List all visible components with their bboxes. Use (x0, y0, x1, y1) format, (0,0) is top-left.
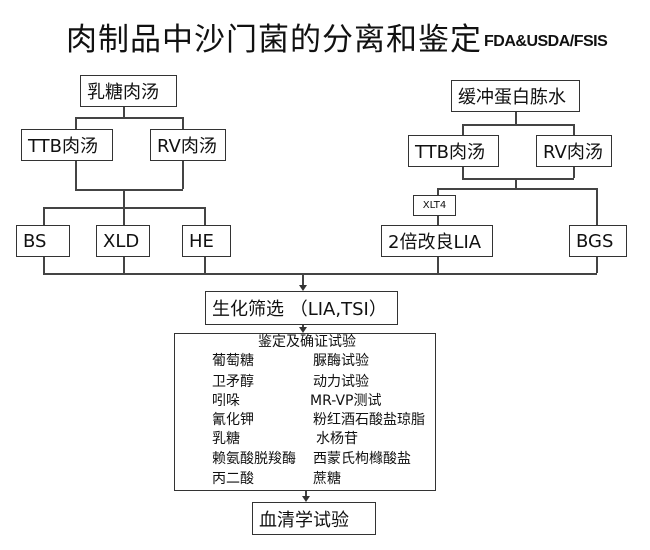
test-item: 赖氨酸脱羧酶 (212, 451, 296, 467)
connector (43, 257, 45, 273)
right-rv-broth-box: RV肉汤 (536, 135, 612, 167)
left-ttb-broth-box: TTB肉汤 (21, 129, 113, 161)
connector (305, 491, 307, 496)
connector (573, 167, 575, 178)
connector (123, 207, 125, 225)
diagram-subtitle: FDA&USDA/FSIS (484, 33, 608, 50)
identification-title: 鉴定及确证试验 (258, 334, 356, 350)
connector (462, 167, 464, 178)
test-item: 乳糖 (212, 431, 240, 447)
test-item: 蔗糖 (313, 471, 341, 487)
arrow-down-icon (299, 285, 307, 291)
right-pre-enrichment-box: 缓冲蛋白胨水 (451, 80, 580, 112)
arrow-down-icon (302, 496, 310, 502)
connector (302, 325, 304, 328)
plate-he-box: HE (182, 225, 231, 257)
connector (573, 124, 575, 135)
test-item: 丙二酸 (212, 471, 254, 487)
biochemical-screening-box: 生化筛选 （LIA,TSI） (205, 291, 398, 325)
test-item: 粉红酒石酸盐琼脂 (313, 412, 425, 428)
xlt4-box: XLT4 (413, 195, 456, 216)
plate-bs-box: BS (16, 225, 70, 257)
connector (462, 124, 464, 135)
connector (182, 161, 184, 189)
connector (596, 257, 598, 273)
test-item: 动力试验 (313, 374, 369, 390)
connector (462, 178, 574, 180)
connector (75, 117, 183, 119)
connector (43, 207, 45, 225)
plate-lia-box: 2倍改良LIA (381, 225, 493, 257)
plate-xld-box: XLD (96, 225, 150, 257)
test-item: 氰化钾 (212, 412, 254, 428)
test-item: 卫矛醇 (212, 374, 254, 390)
diagram-title: 肉制品中沙门菌的分离和鉴定 (66, 22, 482, 58)
test-item: 葡萄糖 (212, 353, 254, 369)
connector (123, 189, 125, 207)
connector (75, 161, 77, 189)
join-line (43, 273, 597, 275)
test-item: 吲哚 (212, 393, 240, 409)
connector (515, 178, 517, 188)
connector (437, 257, 439, 273)
left-rv-broth-box: RV肉汤 (150, 129, 226, 161)
left-pre-enrichment-box: 乳糖肉汤 (80, 75, 177, 107)
connector (204, 207, 206, 225)
connector (462, 124, 574, 126)
connector (75, 189, 183, 191)
serology-box: 血清学试验 (252, 502, 376, 535)
identification-box (174, 333, 436, 491)
plate-bgs-box: BGS (569, 225, 627, 257)
connector (75, 117, 77, 129)
connector (302, 273, 304, 285)
arrow-down-icon (299, 327, 307, 333)
connector (204, 257, 206, 273)
connector (437, 188, 439, 195)
connector (123, 107, 125, 117)
right-ttb-broth-box: TTB肉汤 (408, 135, 499, 167)
connector (123, 257, 125, 273)
connector (182, 117, 184, 129)
test-item: 水杨苷 (316, 431, 358, 447)
test-item: MR-VP测试 (310, 393, 382, 409)
connector (596, 188, 598, 225)
test-item: 西蒙氏枸橼酸盐 (313, 451, 411, 467)
test-item: 脲酶试验 (313, 353, 369, 369)
connector (437, 216, 439, 225)
connector (515, 112, 517, 124)
connector (437, 188, 597, 190)
